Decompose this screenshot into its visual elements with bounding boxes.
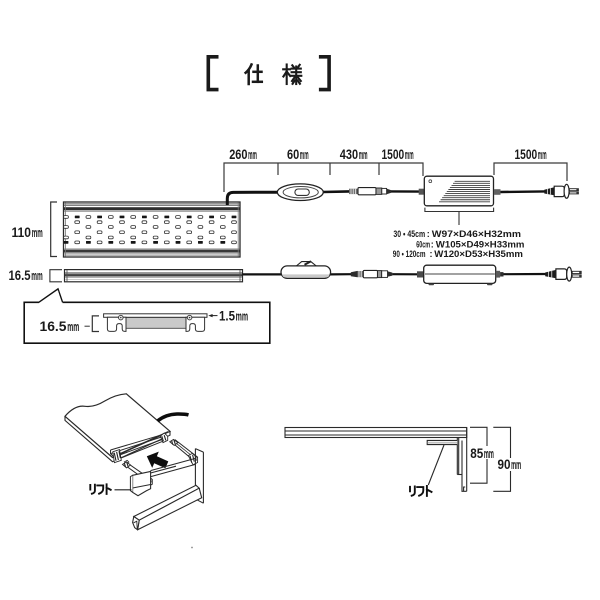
svg-text:mm: mm bbox=[538, 147, 547, 162]
svg-text:mm: mm bbox=[484, 446, 494, 461]
svg-text:16.5: 16.5 bbox=[9, 268, 31, 284]
svg-text:16.5: 16.5 bbox=[40, 319, 67, 335]
svg-text:1500: 1500 bbox=[382, 147, 405, 163]
svg-text:90 • 120cm: 90 • 120cm bbox=[393, 249, 426, 259]
svg-text:110: 110 bbox=[12, 225, 32, 241]
svg-text:mm: mm bbox=[32, 225, 43, 240]
svg-text:mm: mm bbox=[248, 147, 257, 162]
svg-text:60cm: 60cm bbox=[416, 240, 430, 250]
svg-text:W105×D49×H33mm: W105×D49×H33mm bbox=[436, 240, 525, 250]
svg-text:mm: mm bbox=[511, 457, 521, 472]
svg-text:mm: mm bbox=[67, 319, 79, 334]
svg-text::: : bbox=[431, 240, 434, 250]
svg-text:mm: mm bbox=[236, 309, 249, 324]
svg-text:W97×D46×H32mm: W97×D46×H32mm bbox=[432, 229, 521, 239]
svg-text:1500: 1500 bbox=[515, 147, 538, 163]
svg-text::: : bbox=[430, 249, 433, 259]
svg-text:mm: mm bbox=[31, 268, 43, 283]
svg-text::: : bbox=[427, 229, 430, 239]
svg-text:W120×D53×H35mm: W120×D53×H35mm bbox=[434, 249, 523, 259]
svg-text:1.5: 1.5 bbox=[219, 309, 235, 325]
svg-text:430: 430 bbox=[340, 147, 358, 163]
svg-text:60: 60 bbox=[287, 147, 299, 163]
svg-text:30 • 45cm: 30 • 45cm bbox=[393, 229, 425, 239]
svg-text:85: 85 bbox=[470, 446, 483, 462]
svg-text:mm: mm bbox=[405, 147, 414, 162]
svg-text:90: 90 bbox=[498, 457, 511, 473]
svg-text:260: 260 bbox=[229, 147, 247, 163]
svg-text:mm: mm bbox=[359, 147, 368, 162]
svg-text:mm: mm bbox=[300, 147, 309, 162]
